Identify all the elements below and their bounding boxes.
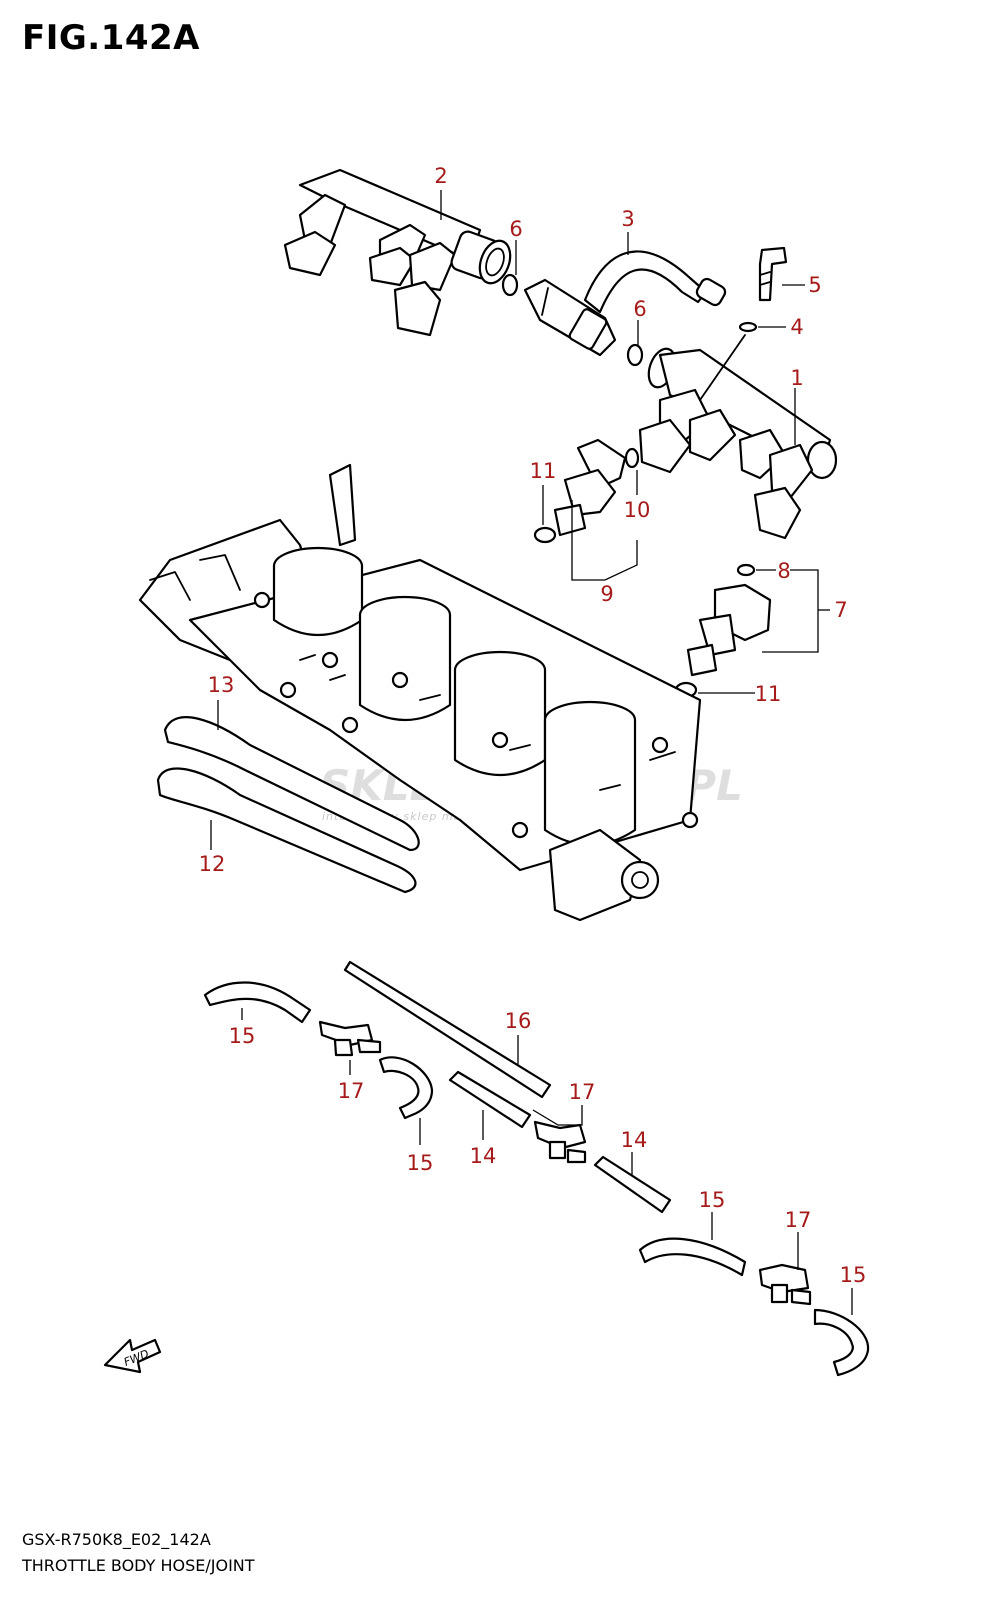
callout-4: 4 — [790, 315, 803, 339]
callout-leader-lines — [210, 190, 853, 1315]
callout-1: 1 — [790, 366, 803, 390]
hose-13 — [163, 716, 420, 852]
callout-17-b: 17 — [569, 1080, 596, 1104]
o-ring-6a — [501, 273, 519, 297]
hose-16 — [343, 960, 552, 1099]
joint-17c — [758, 1263, 812, 1306]
callout-9: 9 — [600, 582, 613, 606]
o-ring-8 — [736, 563, 756, 577]
hose-15a — [203, 981, 312, 1024]
callout-16: 16 — [505, 1009, 532, 1033]
callout-11-lower: 11 — [755, 682, 782, 706]
joint-17b — [533, 1120, 587, 1164]
callout-5: 5 — [808, 273, 821, 297]
forward-arrow-icon: FWD — [103, 1338, 162, 1374]
fuel-delivery-pipe-lower — [638, 334, 838, 540]
fuel-injector-9 — [533, 438, 640, 544]
figure-code: GSX-R750K8_E02_142A — [22, 1530, 211, 1549]
joint-pipe — [523, 278, 617, 357]
hose-15c — [638, 1237, 747, 1277]
hose-15b — [378, 1056, 434, 1120]
callout-14-b: 14 — [621, 1128, 648, 1152]
callout-12: 12 — [199, 852, 226, 876]
joint-17a — [318, 1020, 382, 1057]
o-ring-6b — [626, 343, 644, 367]
callout-3: 3 — [621, 207, 634, 231]
callout-10: 10 — [624, 498, 651, 522]
callout-2: 2 — [434, 164, 447, 188]
hose-12 — [156, 767, 417, 894]
washer-4 — [738, 321, 758, 333]
callout-labels: 2 3 6 6 5 4 1 11 10 9 8 7 11 13 12 16 15… — [199, 164, 867, 1287]
callout-14-a: 14 — [470, 1144, 497, 1168]
callout-15-a: 15 — [229, 1024, 256, 1048]
callout-15-b: 15 — [407, 1151, 434, 1175]
fuel-feed-hose — [583, 250, 727, 314]
callout-6-lower: 6 — [633, 297, 646, 321]
o-ring-10 — [624, 447, 640, 469]
throttle-body-assembly — [138, 463, 702, 922]
hose-14a — [448, 1070, 532, 1129]
callout-8: 8 — [777, 559, 790, 583]
callout-13: 13 — [208, 673, 235, 697]
figure-caption: THROTTLE BODY HOSE/JOINT — [22, 1556, 255, 1575]
fuel-delivery-pipe-upper — [283, 168, 512, 337]
figure-title: FIG.142A — [22, 18, 200, 58]
callout-17-c: 17 — [785, 1208, 812, 1232]
callout-17-a: 17 — [338, 1079, 365, 1103]
bolt-5 — [758, 246, 788, 302]
callout-15-c: 15 — [699, 1188, 726, 1212]
cushion-11a — [533, 526, 557, 544]
hose-14b — [593, 1155, 672, 1214]
callout-7: 7 — [834, 598, 847, 622]
hose-15d — [813, 1308, 870, 1377]
callout-6-upper: 6 — [509, 217, 522, 241]
callout-15-d: 15 — [840, 1263, 867, 1287]
callout-11-upper: 11 — [530, 459, 557, 483]
fuel-injector-7 — [674, 563, 772, 699]
